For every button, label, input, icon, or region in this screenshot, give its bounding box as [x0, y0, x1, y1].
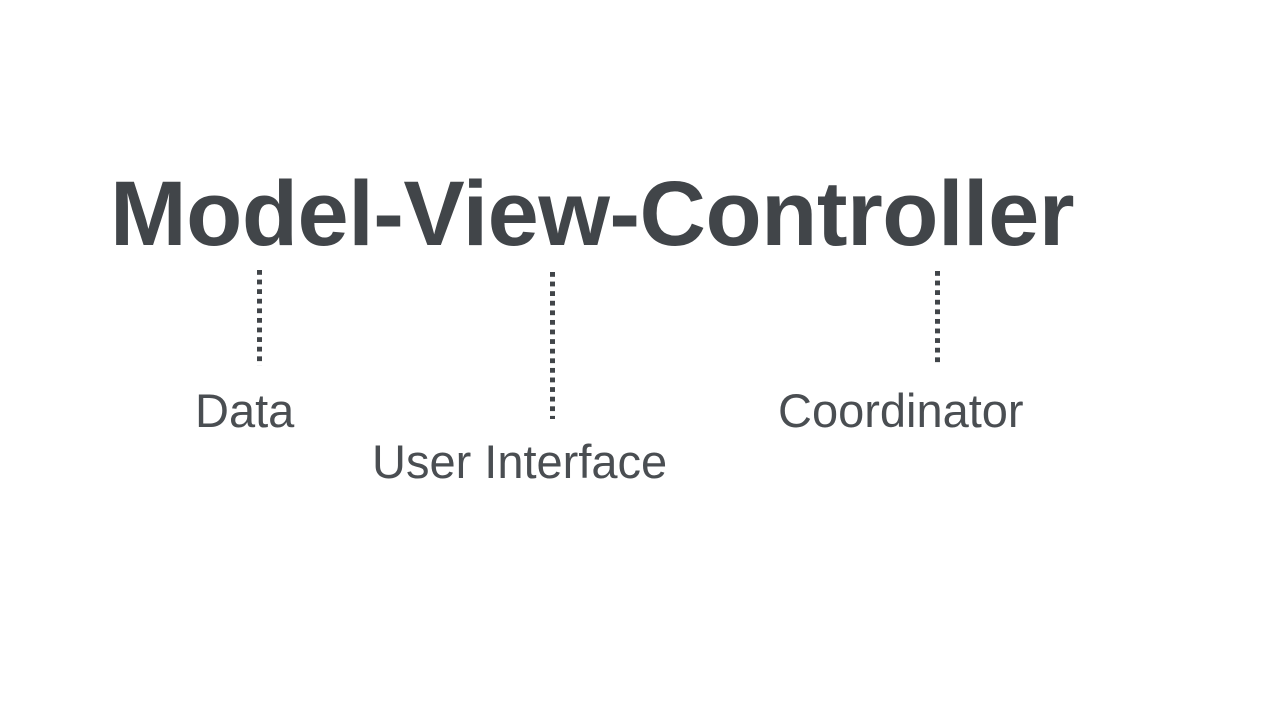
page-title: Model-View-Controller [110, 163, 1075, 265]
annotation-label-controller: Coordinator [778, 384, 1024, 437]
annotation-label-view: User Interface [372, 435, 668, 488]
leader-line-controller [935, 271, 940, 366]
annotation-label-model: Data [195, 384, 295, 437]
leader-line-view [550, 272, 555, 419]
leader-line-model [257, 270, 262, 366]
